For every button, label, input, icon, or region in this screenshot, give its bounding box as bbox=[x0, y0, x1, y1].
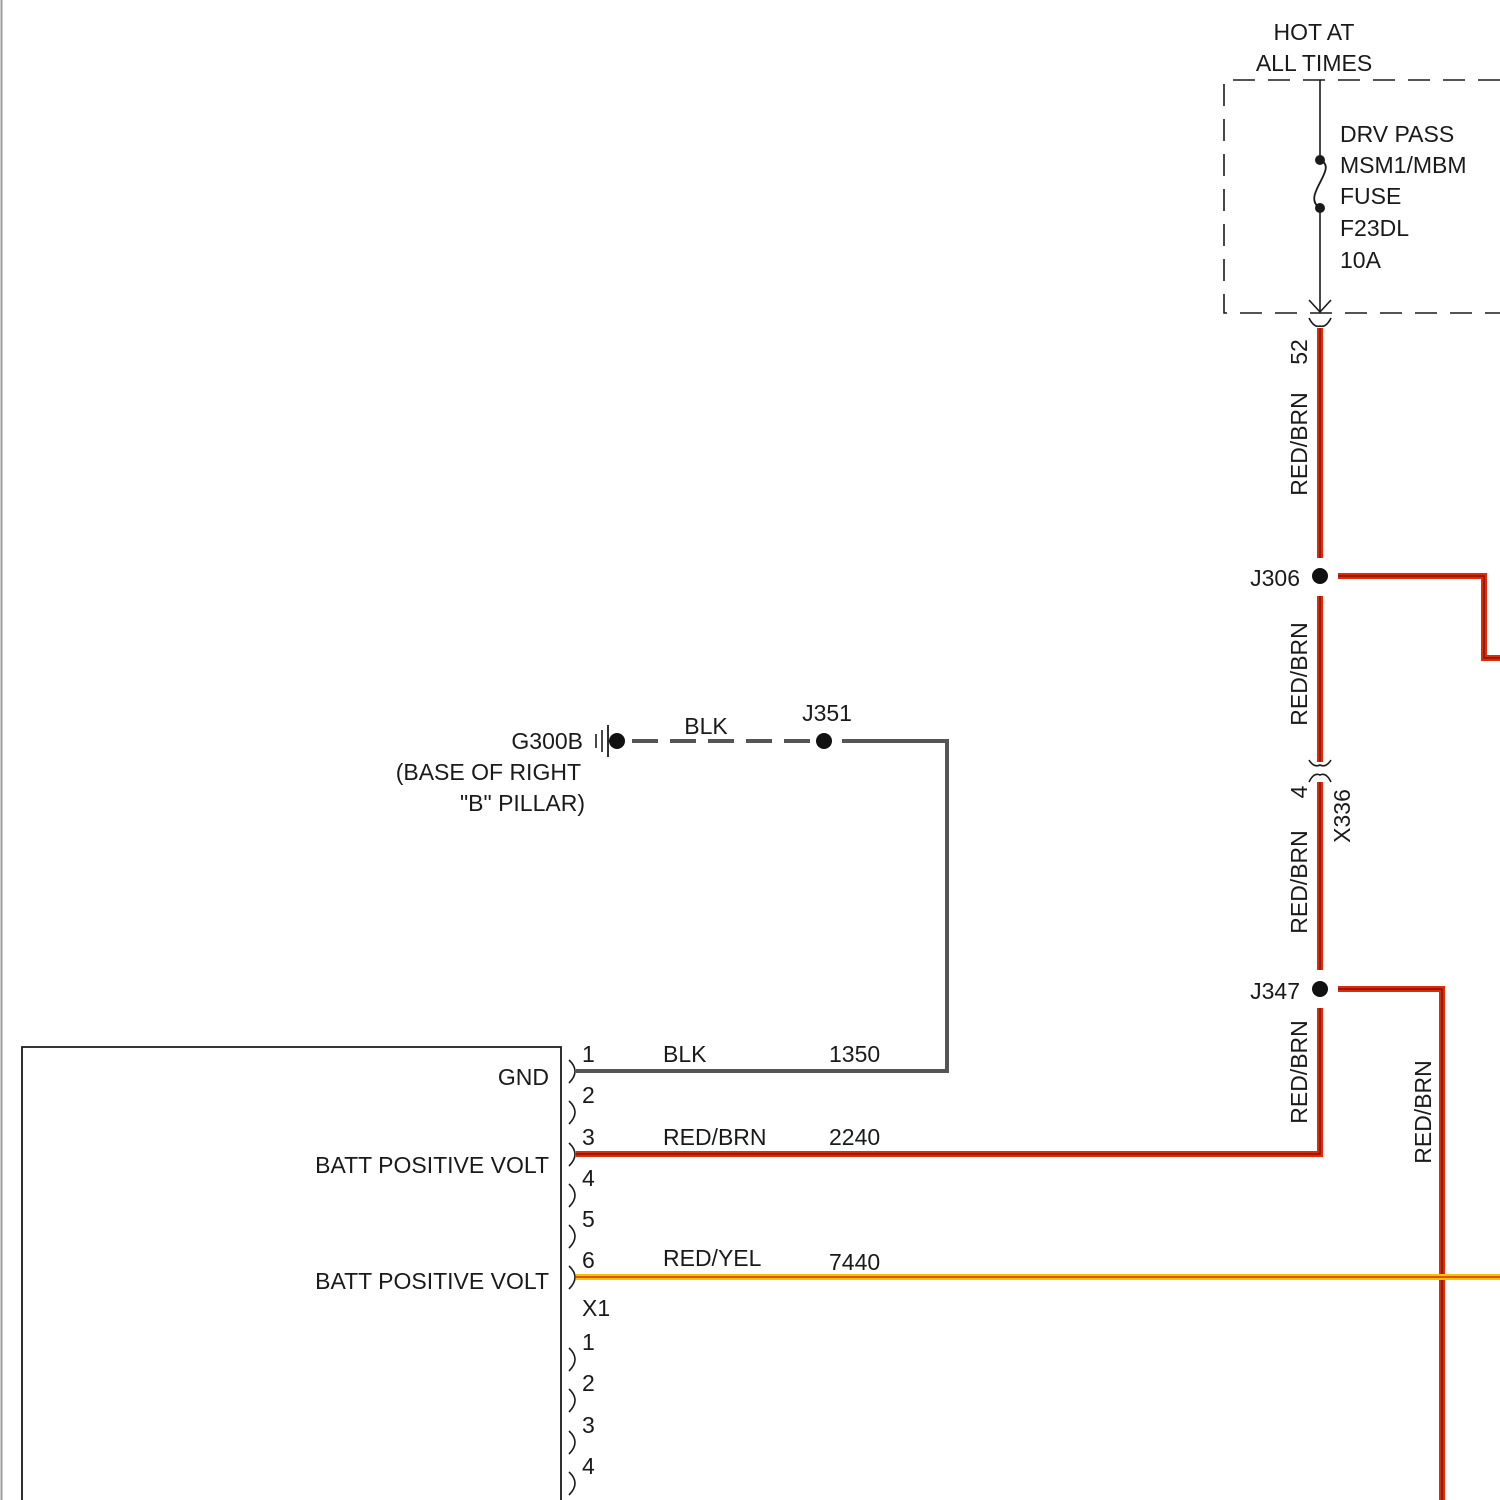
cavity-6-icon bbox=[569, 1266, 575, 1289]
pin-b3-number: 3 bbox=[582, 1412, 595, 1438]
pin1-wire-color: BLK bbox=[663, 1041, 707, 1067]
pin1-circuit: 1350 bbox=[829, 1041, 880, 1067]
fuse-symbol-icon bbox=[1314, 160, 1326, 208]
ground-location-line1: (BASE OF RIGHT bbox=[396, 759, 581, 785]
wire-j306-branch-outer bbox=[1338, 576, 1500, 658]
cavity-3-icon bbox=[569, 1143, 575, 1166]
wire-label-x336-cavity: 4 bbox=[1286, 785, 1312, 798]
fuse-id: F23DL bbox=[1340, 215, 1409, 241]
pin-4-number: 4 bbox=[582, 1165, 595, 1191]
cavity-b3-icon bbox=[569, 1431, 575, 1454]
wire-label-right-branch-color: RED/BRN bbox=[1410, 1060, 1436, 1164]
pin-2-number: 2 bbox=[582, 1082, 595, 1108]
splice-j351-label: J351 bbox=[802, 700, 852, 726]
pin-1-number: 1 bbox=[582, 1041, 595, 1067]
wire-label-x336-down-color: RED/BRN bbox=[1286, 830, 1312, 934]
module: GND BATT POSITIVE VOLT BATT POSITIVE VOL… bbox=[22, 1041, 880, 1500]
wire-label-j306-down-color: RED/BRN bbox=[1286, 622, 1312, 726]
fuse-name-line2: MSM1/MBM bbox=[1340, 152, 1467, 178]
ground-circuit: G300B (BASE OF RIGHT "B" PILLAR) BLK J35… bbox=[396, 700, 947, 1071]
ground-g300b-dot bbox=[609, 733, 625, 749]
red-brn-wires bbox=[576, 328, 1500, 1500]
ground-location-line2: "B" PILLAR) bbox=[460, 790, 585, 816]
splice-j306-dot bbox=[1312, 568, 1328, 584]
pin-b4-number: 4 bbox=[582, 1453, 595, 1479]
wire-label-cavity-52: 52 bbox=[1286, 339, 1312, 365]
splice-j347-label: J347 bbox=[1250, 978, 1300, 1004]
pin-5-number: 5 bbox=[582, 1206, 595, 1232]
splice-j351-dot bbox=[816, 733, 832, 749]
wire-label-x336-connector: X336 bbox=[1329, 789, 1355, 843]
pin-6-number: 6 bbox=[582, 1247, 595, 1273]
cavity-b2-icon bbox=[569, 1389, 575, 1412]
cavity-5-icon bbox=[569, 1225, 575, 1248]
connector-2-cavities bbox=[569, 1348, 575, 1495]
x336-cavity-bottom-icon bbox=[1309, 774, 1331, 782]
x336-connector bbox=[1309, 760, 1331, 782]
connector-x1-cavities bbox=[569, 1060, 575, 1289]
pin6-wire-color: RED/YEL bbox=[663, 1245, 762, 1271]
wire-1350 bbox=[576, 741, 947, 1071]
fuse-name-line3: FUSE bbox=[1340, 183, 1401, 209]
pin6-circuit: 7440 bbox=[829, 1249, 880, 1275]
pin3-wire-color: RED/BRN bbox=[663, 1124, 767, 1150]
pin3-circuit: 2240 bbox=[829, 1124, 880, 1150]
wire-j306-branch-core bbox=[1338, 576, 1500, 658]
fuse-name-line1: DRV PASS bbox=[1340, 121, 1454, 147]
splice-j347-dot bbox=[1312, 981, 1328, 997]
cavity-b4-icon bbox=[569, 1472, 575, 1495]
module-pin3-function: BATT POSITIVE VOLT bbox=[315, 1152, 549, 1178]
all-times-label: ALL TIMES bbox=[1256, 50, 1372, 76]
cavity-2-icon bbox=[569, 1101, 575, 1124]
ground-id-label: G300B bbox=[511, 728, 583, 754]
module-pin6-function: BATT POSITIVE VOLT bbox=[315, 1268, 549, 1294]
cavity-b1-icon bbox=[569, 1348, 575, 1371]
fuse-connector-cavity-icon bbox=[1309, 318, 1331, 326]
pin-b2-number: 2 bbox=[582, 1370, 595, 1396]
cavity-4-icon bbox=[569, 1184, 575, 1207]
pin-3-number: 3 bbox=[582, 1124, 595, 1150]
wire-label-fuse-out-color: RED/BRN bbox=[1286, 392, 1312, 496]
pin-b1-number: 1 bbox=[582, 1329, 595, 1355]
splice-j306-label: J306 bbox=[1250, 565, 1300, 591]
module-pin1-function: GND bbox=[498, 1064, 549, 1090]
ground-wire-color-label: BLK bbox=[684, 713, 728, 739]
hot-at-label: HOT AT bbox=[1274, 19, 1355, 45]
fuse-rating: 10A bbox=[1340, 247, 1382, 273]
wire-label-j347-down-color: RED/BRN bbox=[1286, 1020, 1312, 1124]
connector-x1-label: X1 bbox=[582, 1295, 610, 1321]
fuse-block: HOT AT ALL TIMES DRV PASS MSM1/MBM FUSE … bbox=[1224, 19, 1500, 313]
cavity-1-icon bbox=[569, 1060, 575, 1083]
